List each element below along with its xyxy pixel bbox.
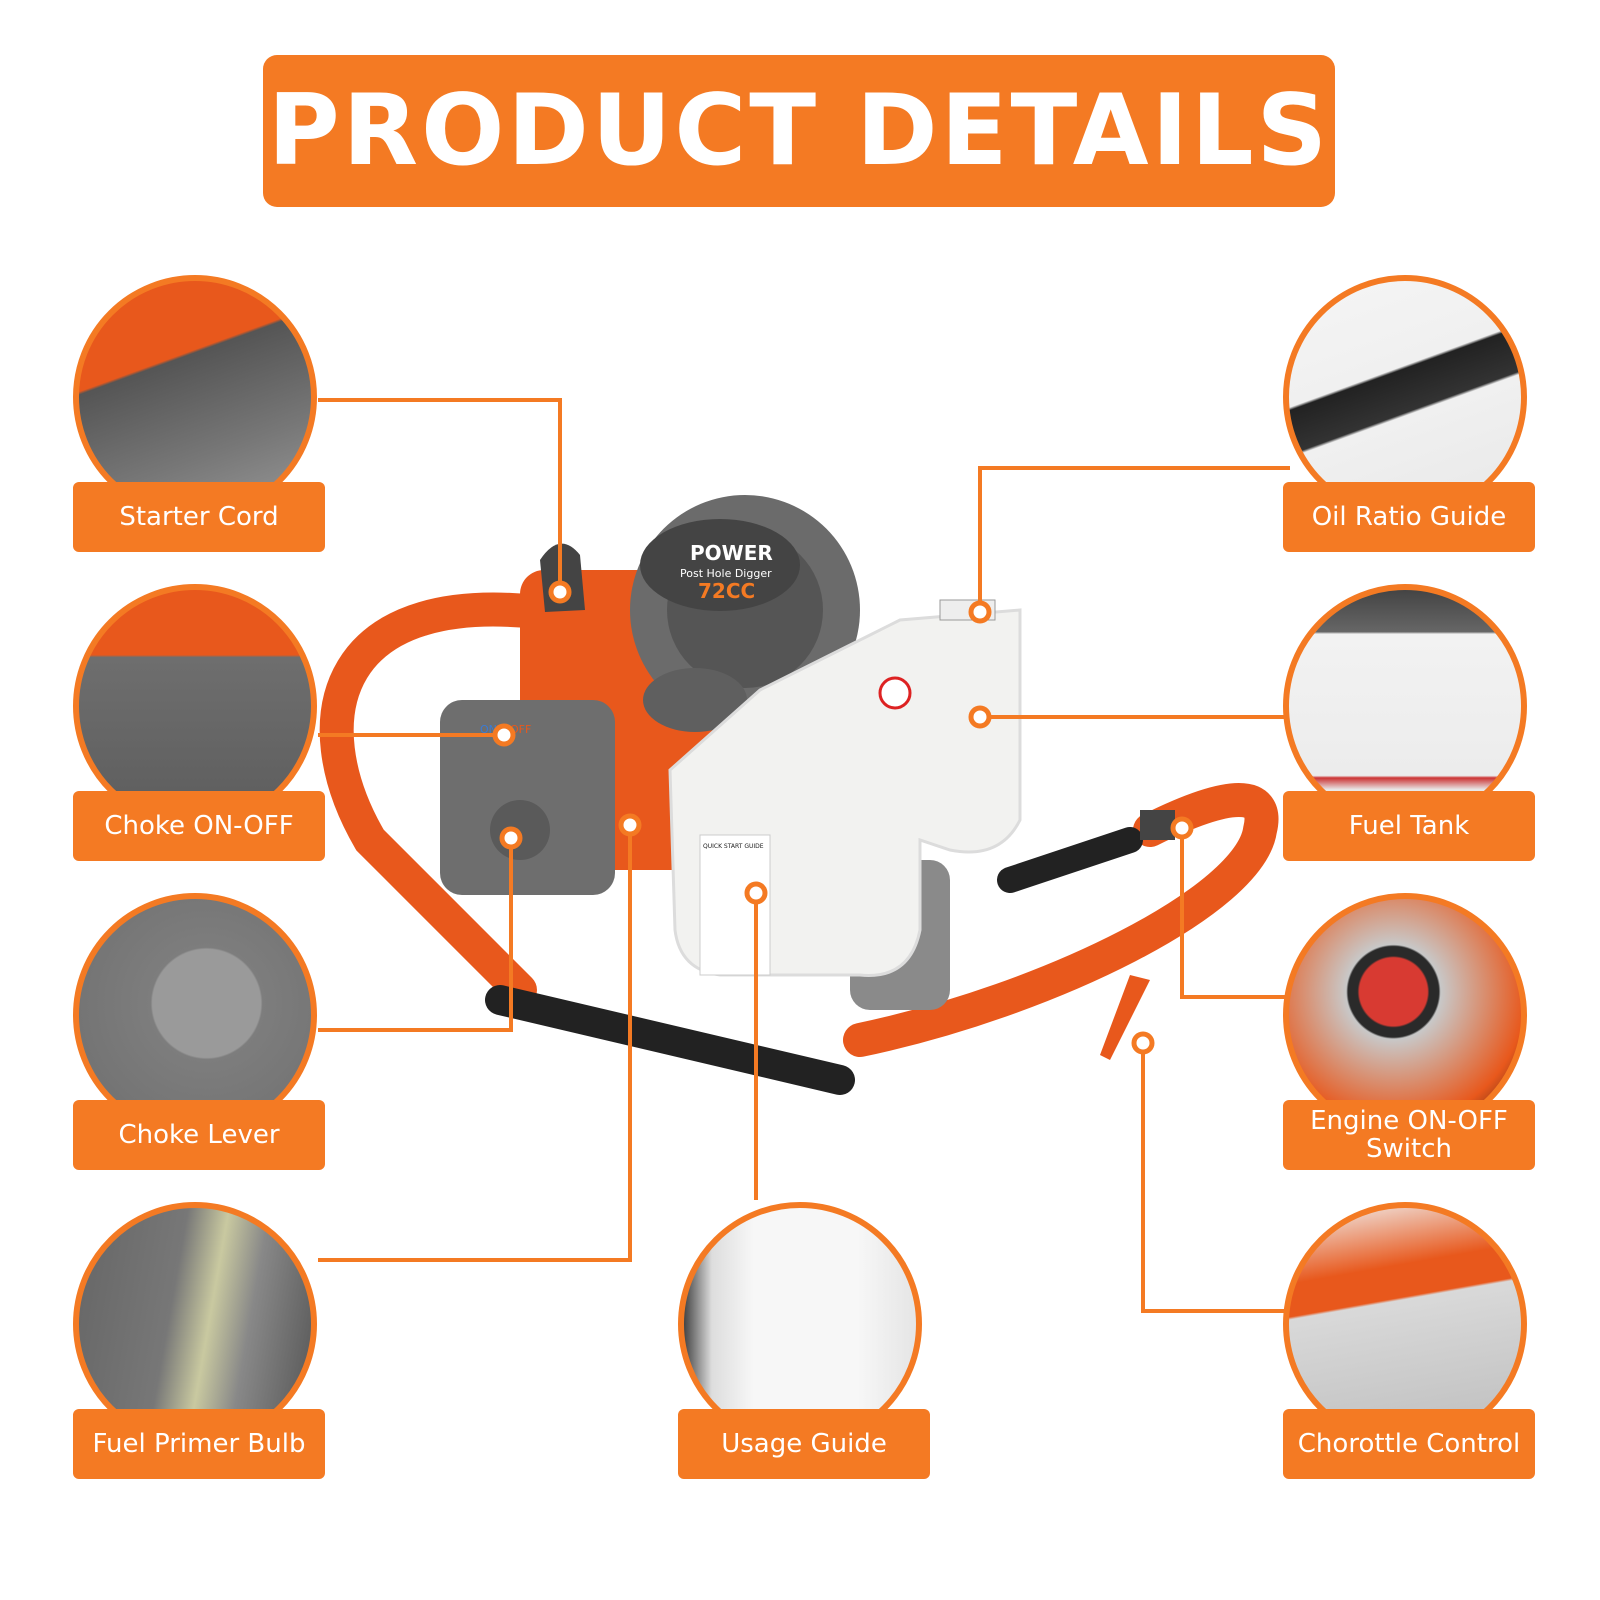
- label-choke-on-off: Choke ON-OFF: [73, 791, 325, 861]
- no-smoking-sign: [878, 676, 912, 710]
- label-fuel-primer-bulb: Fuel Primer Bulb: [73, 1409, 325, 1479]
- displacement-text: 72CC: [698, 579, 755, 603]
- cover-on-text: ON: [480, 723, 497, 736]
- rear-frame-bar: [997, 827, 1143, 893]
- tank-guide-header: QUICK START GUIDE: [703, 843, 764, 850]
- label-usage-guide: Usage Guide: [678, 1409, 930, 1479]
- fuel-primer-bulb-closeup: [73, 1202, 317, 1446]
- label-starter-cord: Starter Cord: [73, 482, 325, 552]
- left-handle: [319, 592, 577, 1007]
- right-handle: [843, 783, 1279, 1057]
- choke-knob: [490, 800, 550, 860]
- brand-text: POWER: [690, 541, 773, 565]
- choke-on-off-closeup: [73, 584, 317, 828]
- label-choke-lever: Choke Lever: [73, 1100, 325, 1170]
- throttle-lever: [1100, 975, 1150, 1060]
- connector-lines: [318, 398, 1290, 1313]
- model-text: Post Hole Digger: [680, 567, 772, 580]
- chorottle-control-closeup: [1283, 1202, 1527, 1446]
- fuel-tank-closeup: [1283, 584, 1527, 828]
- starter-cord-closeup: [73, 275, 317, 519]
- title-banner: PRODUCT DETAILS: [263, 55, 1335, 207]
- fuel-cap: [643, 668, 747, 732]
- label-oil-ratio-guide: Oil Ratio Guide: [1283, 482, 1535, 552]
- label-chorottle-control: Chorottle Control: [1283, 1409, 1535, 1479]
- tank-quick-guide-sticker: [699, 834, 771, 976]
- air-filter-cover: [440, 700, 615, 895]
- engine-switch-mount: [1140, 810, 1175, 840]
- cover-off-text: OFF: [510, 723, 531, 736]
- page-title: PRODUCT DETAILS: [267, 74, 1331, 188]
- label-engine-on-off-switch: Engine ON-OFF Switch: [1283, 1100, 1535, 1170]
- lower-frame-bar: [485, 985, 855, 1095]
- brand-badge: [640, 519, 800, 611]
- connector-dots: [492, 580, 1194, 1055]
- usage-guide-closeup: [678, 1202, 922, 1446]
- label-fuel-tank: Fuel Tank: [1283, 791, 1535, 861]
